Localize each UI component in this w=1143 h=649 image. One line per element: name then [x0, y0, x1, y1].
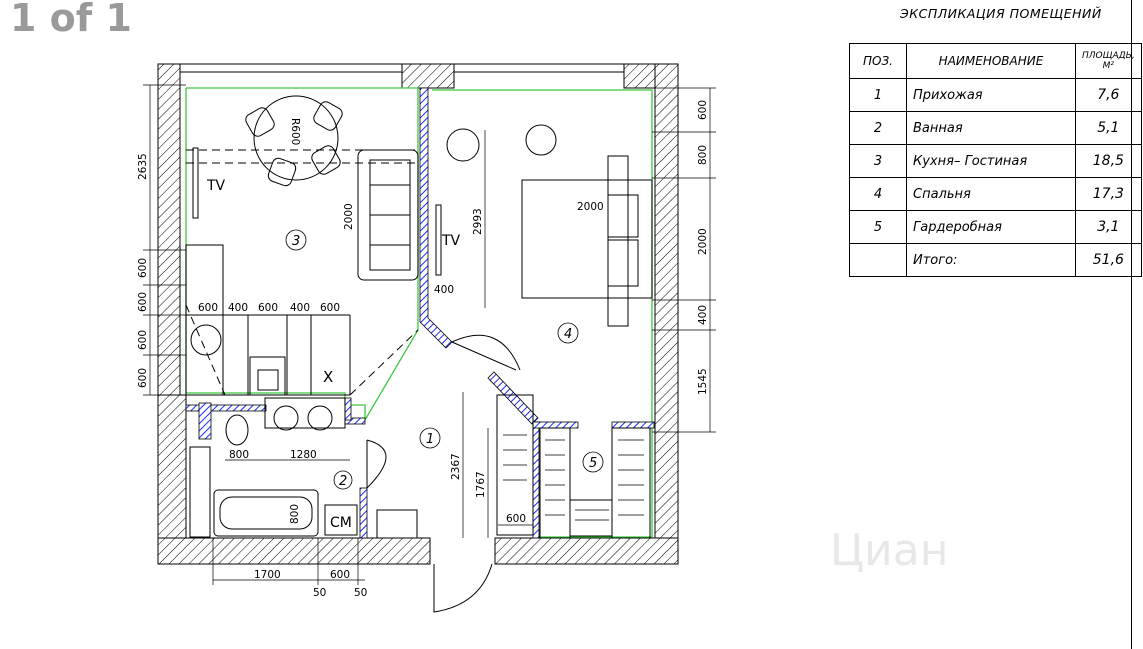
- svg-text:600: 600: [198, 302, 218, 314]
- svg-text:2000: 2000: [343, 203, 355, 230]
- svg-text:2000: 2000: [577, 201, 604, 213]
- table-header-row: ПОЗ. НАИМЕНОВАНИЕ ПЛОЩАДЬ,М²: [849, 43, 1142, 79]
- doors: [185, 149, 521, 613]
- page-border: [1131, 0, 1132, 649]
- svg-text:600: 600: [320, 302, 340, 314]
- room-number-4: 4: [564, 327, 572, 342]
- svg-text:1767: 1767: [475, 471, 487, 498]
- tv-label-bedroom: TV: [441, 233, 461, 249]
- watermark: Циан: [830, 525, 949, 576]
- svg-text:600: 600: [137, 330, 149, 350]
- svg-text:600: 600: [137, 258, 149, 278]
- svg-text:50: 50: [354, 587, 367, 599]
- header-pos: ПОЗ.: [849, 43, 907, 79]
- furniture: [185, 95, 653, 539]
- svg-text:400: 400: [228, 302, 248, 314]
- room-outlines: [185, 87, 653, 538]
- svg-text:800: 800: [289, 504, 301, 524]
- page-counter: 1 of 1: [10, 0, 132, 40]
- room-number-5: 5: [589, 456, 597, 471]
- table-row: 5 Гардеробная 3,1: [849, 210, 1142, 244]
- schedule-title: ЭКСПЛИКАЦИЯ ПОМЕЩЕНИЙ: [900, 6, 1102, 21]
- table-row: 1 Прихожая 7,6: [849, 78, 1142, 112]
- svg-text:600: 600: [330, 569, 350, 581]
- room-schedule-table: ПОЗ. НАИМЕНОВАНИЕ ПЛОЩАДЬ,М² 1 Прихожая …: [849, 43, 1142, 277]
- table-row: 2 Ванная 5,1: [849, 111, 1142, 145]
- dimension-texts: 2635 600 600 600 600 600 800 2000 400 15…: [137, 100, 709, 599]
- partitions: [185, 87, 655, 539]
- svg-text:600: 600: [697, 100, 709, 120]
- svg-text:600: 600: [137, 368, 149, 388]
- svg-text:600: 600: [506, 513, 526, 525]
- hangers: [503, 434, 644, 521]
- table-row-total: Итого: 51,6: [849, 243, 1142, 277]
- svg-text:2000: 2000: [697, 228, 709, 255]
- svg-text:1545: 1545: [697, 368, 709, 395]
- svg-text:800: 800: [697, 145, 709, 165]
- tv-label-kitchen: TV: [206, 178, 226, 194]
- header-name: НАИМЕНОВАНИЕ: [906, 43, 1076, 79]
- radius-label: R600: [289, 118, 301, 145]
- svg-text:600: 600: [137, 292, 149, 312]
- svg-text:2993: 2993: [472, 208, 484, 235]
- washing-machine-label: СМ: [330, 515, 352, 531]
- svg-text:2635: 2635: [137, 153, 149, 180]
- room-number-markers: [285, 229, 604, 490]
- svg-text:1280: 1280: [290, 449, 317, 461]
- outer-walls: [157, 63, 679, 565]
- svg-text:400: 400: [290, 302, 310, 314]
- header-area: ПЛОЩАДЬ,М²: [1075, 43, 1142, 79]
- svg-text:400: 400: [434, 284, 454, 296]
- dimension-lines: [143, 84, 716, 585]
- svg-text:1700: 1700: [254, 569, 281, 581]
- table-row: 4 Спальня 17,3: [849, 177, 1142, 211]
- svg-text:50: 50: [313, 587, 326, 599]
- svg-text:2367: 2367: [450, 453, 462, 480]
- room-number-1: 1: [426, 432, 434, 447]
- room-number-2: 2: [339, 474, 347, 489]
- table-row: 3 Кухня– Гостиная 18,5: [849, 144, 1142, 178]
- svg-text:400: 400: [697, 305, 709, 325]
- room-number-3: 3: [292, 234, 300, 249]
- svg-text:800: 800: [229, 449, 249, 461]
- svg-text:600: 600: [258, 302, 278, 314]
- cross-label: X: [323, 368, 333, 386]
